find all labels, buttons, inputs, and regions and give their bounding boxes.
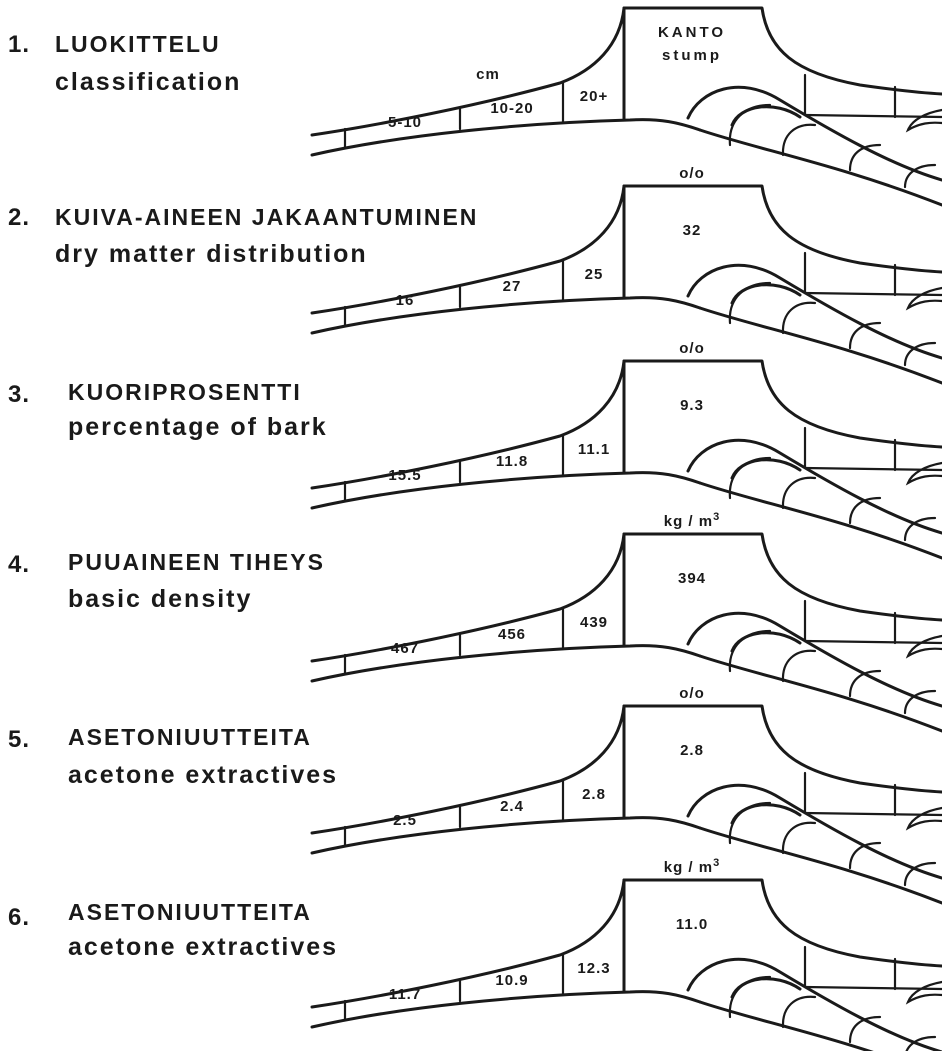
panel-title-en: dry matter distribution xyxy=(55,240,368,268)
panel-5: 5. ASETONIUUTTEITA acetone extractives o/o 2… xyxy=(8,685,942,903)
descending-root-outline xyxy=(688,87,942,180)
descending-root-outline xyxy=(732,979,800,997)
panel-title-fi: ASETONIUUTTEITA xyxy=(68,724,312,750)
panel-title-en: acetone extractives xyxy=(68,933,338,961)
panel-title-fi: ASETONIUUTTEITA xyxy=(68,899,312,925)
descending-root-outline xyxy=(688,959,942,1051)
descending-root-outline xyxy=(732,805,800,823)
root-cross-section-arc xyxy=(783,651,815,681)
root-cross-section-arc xyxy=(783,478,815,508)
panel-number: 3. xyxy=(8,381,30,408)
root-section-value-2: 10-20 xyxy=(490,100,533,117)
descending-root-outline xyxy=(688,265,942,358)
root-tip-outline xyxy=(908,463,942,483)
unit-label: o/o xyxy=(679,685,705,702)
root-section-value-1: 2.5 xyxy=(393,812,417,829)
root-cross-section-arc xyxy=(783,823,815,853)
root-cross-section-arc xyxy=(783,125,815,155)
panel-title-en: classification xyxy=(55,68,241,96)
stump-label-en: stump xyxy=(662,47,722,64)
unit-label: o/o xyxy=(679,165,705,182)
panel-3: 3. KUORIPROSENTTI percentage of bark o/o 9.3… xyxy=(8,340,942,558)
stump-label-fi: KANTO xyxy=(658,24,726,41)
root-tip-outline xyxy=(908,982,942,1002)
root-section-value-3: 20+ xyxy=(580,88,608,105)
root-section-value-1: 11.7 xyxy=(389,986,421,1003)
descending-root-outline xyxy=(732,460,800,478)
panel-title-en: percentage of bark xyxy=(68,413,328,441)
unit-label: kg / m3 xyxy=(664,511,720,530)
root-tip-outline xyxy=(908,288,942,308)
stump-value: 11.0 xyxy=(676,916,708,933)
panel-6: 6. ASETONIUUTTEITA acetone extractives kg /… xyxy=(8,857,942,1051)
panel-4: 4. PUUAINEEN TIHEYS basic density kg / m3 39… xyxy=(8,511,942,731)
root-cross-section-arc xyxy=(730,105,770,145)
root-section-value-2: 10.9 xyxy=(495,972,528,989)
unit-label: kg / m3 xyxy=(664,857,720,876)
unit-label: o/o xyxy=(679,340,705,357)
descending-root-outline xyxy=(700,1002,942,1051)
descending-root-outline xyxy=(732,107,800,125)
panel-number: 2. xyxy=(8,204,30,231)
descending-root-outline xyxy=(688,785,942,878)
stump-value: 394 xyxy=(678,570,706,587)
panel-title-en: basic density xyxy=(68,585,252,613)
root-tip-outline xyxy=(908,110,942,130)
descending-root-outline xyxy=(732,285,800,303)
panel-title-fi: KUIVA-AINEEN JAKAANTUMINEN xyxy=(55,204,478,230)
root-section-value-3: 2.8 xyxy=(582,786,606,803)
stump-value: 9.3 xyxy=(680,397,704,414)
root-section-value-3: 439 xyxy=(580,614,608,631)
root-section-value-3: 11.1 xyxy=(578,441,610,458)
root-section-value-1: 15.5 xyxy=(388,467,421,484)
root-cross-section-arc xyxy=(730,458,770,498)
panel-title-en: acetone extractives xyxy=(68,761,338,789)
root-section-value-1: 5-10 xyxy=(388,114,422,131)
root-section-value-2: 27 xyxy=(503,278,522,295)
panel-1: 1. LUOKITTELU classification cm KANTO stump 5-… xyxy=(8,8,942,205)
unit-label: cm xyxy=(476,66,500,83)
panel-number: 5. xyxy=(8,726,30,753)
descending-root-outline xyxy=(688,613,942,706)
stump-value: 32 xyxy=(683,222,702,239)
root-section-value-1: 16 xyxy=(396,292,415,309)
descending-root-outline xyxy=(732,633,800,651)
panel-2: 2. KUIVA-AINEEN JAKAANTUMINEN dry matter d… xyxy=(8,165,942,383)
panel-number: 1. xyxy=(8,31,30,58)
root-section-value-2: 11.8 xyxy=(496,453,528,470)
root-section-value-3: 25 xyxy=(585,266,604,283)
descending-root-outline xyxy=(688,440,942,533)
root-cross-section-arc xyxy=(730,631,770,671)
panel-number: 6. xyxy=(8,904,30,931)
root-cross-section-arc xyxy=(730,283,770,323)
panel-title-fi: LUOKITTELU xyxy=(55,31,221,57)
root-section-value-3: 12.3 xyxy=(577,960,610,977)
root-cross-section-arc xyxy=(730,977,770,1017)
root-tip-outline xyxy=(908,636,942,656)
stump-value: 2.8 xyxy=(680,742,704,759)
panel-title-fi: PUUAINEEN TIHEYS xyxy=(68,549,325,575)
root-section-value-2: 456 xyxy=(498,626,526,643)
panel-number: 4. xyxy=(8,551,30,578)
root-cross-section-arc xyxy=(730,803,770,843)
root-cross-section-arc xyxy=(783,997,815,1027)
root-section-value-2: 2.4 xyxy=(500,798,524,815)
root-section-value-1: 467 xyxy=(391,640,419,657)
root-cross-section-arc xyxy=(783,303,815,333)
panel-title-fi: KUORIPROSENTTI xyxy=(68,379,302,405)
root-tip-outline xyxy=(908,808,942,828)
